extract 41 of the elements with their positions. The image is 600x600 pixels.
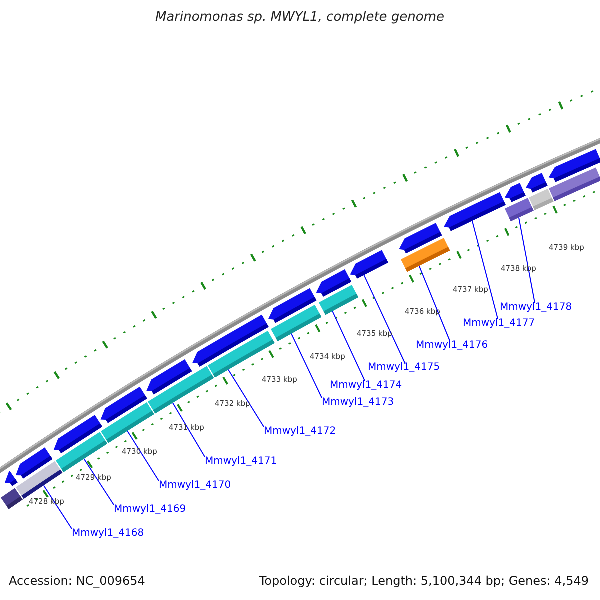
gene-label: Mmwyl1_4168 <box>72 528 144 540</box>
gene-feature <box>4 471 18 486</box>
leader-line <box>84 458 114 506</box>
gene-feature <box>148 366 214 414</box>
leader-line <box>172 402 206 458</box>
gene-feature <box>319 285 359 316</box>
gene-feature <box>101 402 154 444</box>
footer-text: Accession: NC_009654 <box>9 574 146 588</box>
leader-line <box>518 217 536 304</box>
gene-feature <box>505 198 534 222</box>
gene-label: Mmwyl1_4173 <box>322 397 394 409</box>
gene-label: Mmwyl1_4175 <box>368 362 440 374</box>
gene-label: Mmwyl1_4176 <box>416 340 488 352</box>
leader-line <box>43 485 72 530</box>
gene-feature <box>401 238 450 272</box>
leader-line <box>364 274 406 364</box>
gene-feature <box>350 250 388 279</box>
leader-line <box>127 430 160 482</box>
gene-feature <box>444 192 506 232</box>
footer-text: Topology: circular; Length: 5,100,344 bp; Genes: 4,549 <box>259 574 589 588</box>
gene-feature <box>16 461 63 500</box>
title: Marinomonas sp. MWYL1, complete genome <box>155 10 445 25</box>
gene-label: Mmwyl1_4177 <box>463 318 536 330</box>
gene-feature <box>208 331 275 378</box>
gene-label: Mmwyl1_4171 <box>205 456 278 468</box>
leader-line <box>472 220 498 320</box>
leader-line <box>418 266 450 342</box>
gene-label: Mmwyl1_4170 <box>159 480 232 492</box>
gene-label: Mmwyl1_4169 <box>114 504 186 516</box>
gene-label: Mmwyl1_4172 <box>264 426 336 438</box>
gene-feature <box>529 189 554 210</box>
gene-feature <box>504 183 526 202</box>
gene-feature <box>56 432 108 472</box>
leader-line <box>291 333 322 398</box>
leader-line <box>332 310 366 382</box>
gene-feature <box>271 304 322 342</box>
gene-label: Mmwyl1_4178 <box>500 302 572 314</box>
gene-label: Mmwyl1_4174 <box>330 380 402 392</box>
gene-feature <box>549 168 600 202</box>
leader-line <box>228 369 264 428</box>
gene-feature <box>526 173 548 193</box>
